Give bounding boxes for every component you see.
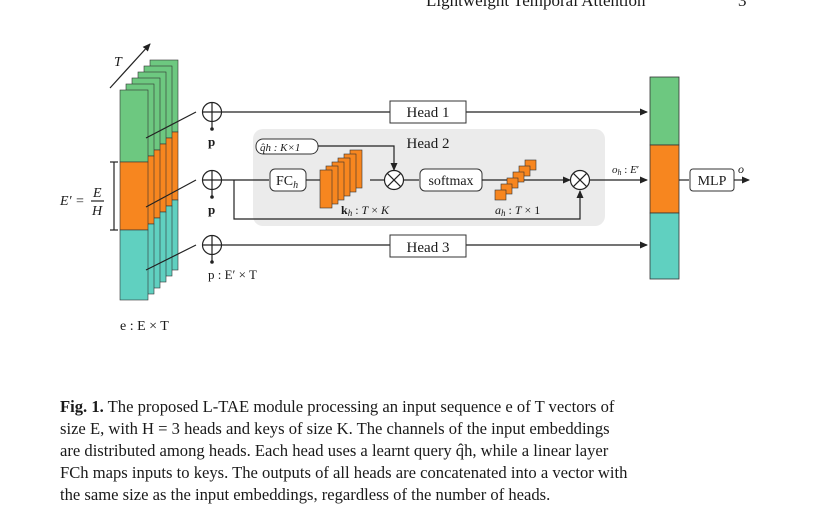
output-teal-block: [649, 212, 680, 280]
running-header: Lightweight Temporal Attention 3: [0, 0, 832, 11]
input-layer-orange: [119, 161, 149, 231]
query-line: [318, 145, 398, 171]
wire-head1-in: [145, 111, 197, 139]
attention-cell: [500, 183, 513, 195]
caption-label: Fig. 1.: [60, 397, 104, 416]
input-label: e : E × T: [120, 319, 169, 334]
p-dot-bottom: [210, 260, 214, 264]
running-title: Lightweight Temporal Attention: [426, 0, 646, 10]
attention-cell: [512, 171, 525, 183]
head1-box: [389, 100, 467, 124]
caption-line-1: Fig. 1. The proposed L-TAE module proces…: [60, 396, 754, 418]
e-label: E: [92, 186, 102, 201]
ltae-diagram: T E′ = E H e : E × T p p p : E′ × T Head…: [59, 43, 750, 334]
p-dot-top: [210, 127, 214, 131]
attention-cell: [518, 165, 531, 177]
input-layer-teal: [119, 229, 149, 301]
caption-line-4: FCh maps inputs to keys. The outputs of …: [60, 463, 628, 482]
mlp-label: MLP: [698, 174, 727, 189]
multiply-attention-values: [569, 169, 591, 191]
p-label-top: p: [208, 134, 215, 149]
softmax-label: softmax: [428, 174, 473, 189]
p-label-mid: p: [208, 202, 215, 217]
output-green-block: [649, 76, 680, 146]
p-label-bottom: p : E′ × T: [208, 267, 257, 282]
keys-stack: [319, 149, 363, 209]
adder-head3: [201, 234, 223, 256]
fc-label: FCh: [276, 174, 298, 191]
head1-label: Head 1: [407, 105, 450, 121]
caption-line-3: are distributed among heads. Each head u…: [60, 441, 609, 460]
figure-caption: Fig. 1. The proposed L-TAE module proces…: [60, 396, 754, 506]
caption-line-5: the same size as the input embeddings, r…: [60, 485, 551, 504]
out-h-label: oh : E′: [612, 164, 639, 177]
head2-label: Head 2: [407, 136, 450, 152]
h-label: H: [91, 204, 103, 219]
p-dot-mid: [210, 195, 214, 199]
multiply-keys-query: [383, 169, 405, 191]
query-label: q̂h : K×1: [260, 142, 300, 154]
caption-text-1: The proposed L-TAE module processing an …: [107, 397, 615, 416]
adder-head1: [201, 101, 223, 123]
input-sequence-stack: [119, 59, 179, 301]
keys-label: kh : T × K: [341, 203, 390, 218]
t-axis-label: T: [114, 55, 123, 70]
attn-label: ah : T × 1: [495, 203, 540, 218]
head3-box: [389, 234, 467, 258]
wire-head3-in: [145, 244, 197, 271]
attention-cell: [524, 159, 537, 171]
attention-stack: [494, 159, 537, 201]
head3-label: Head 3: [407, 240, 450, 256]
t-axis-arrow: [109, 43, 151, 89]
o-label: o: [738, 162, 744, 176]
adder-head2: [201, 169, 223, 191]
e-prime-label: E′ =: [59, 194, 85, 209]
page-number: 3: [738, 0, 747, 10]
wire-head2-in: [145, 179, 197, 208]
input-layer-green: [119, 89, 149, 163]
output-orange-block: [649, 144, 680, 214]
value-bypass-line: [233, 180, 584, 220]
attention-cell: [494, 189, 507, 201]
key-layer: [319, 169, 333, 209]
attention-cell: [506, 177, 519, 189]
caption-line-2: size E, with H = 3 heads and keys of siz…: [60, 419, 610, 438]
